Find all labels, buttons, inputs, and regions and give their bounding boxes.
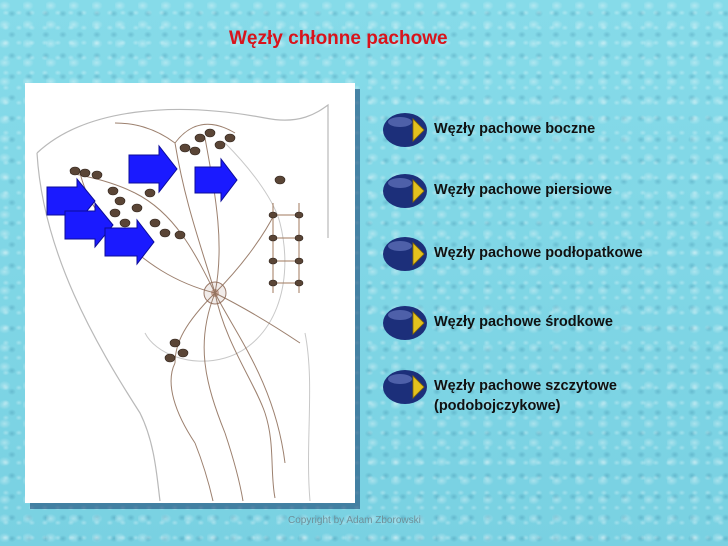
bullet-arrow-icon — [383, 370, 427, 404]
legend-label: Węzły pachowe piersiowe — [434, 182, 613, 198]
legend-label: Węzły pachowe środkowe — [434, 314, 613, 330]
arrow-pointer-4 — [128, 144, 178, 194]
bullet-arrow-icon — [383, 237, 427, 271]
legend-label: Węzły pachowe boczne — [434, 121, 596, 137]
arrow-pointer-5 — [194, 157, 238, 203]
copyright-notice: Copyright by Adam Zborowski — [288, 515, 421, 526]
anatomy-drawing — [36, 103, 329, 502]
slide-title: Węzły chłonne pachowe — [229, 28, 448, 49]
arrow-pointer-2 — [64, 201, 114, 249]
arrow-pointer-3 — [104, 218, 155, 266]
bullet-arrow-icon — [383, 306, 427, 340]
legend-label: Węzły pachowe podłopatkowe — [434, 245, 643, 261]
legend-label: Węzły pachowe szczytowe (podobojczykowe) — [434, 378, 617, 414]
bullet-arrow-icon — [383, 174, 427, 208]
bullet-arrow-icon — [383, 113, 427, 147]
axillary-lymph-node-illustration — [25, 83, 355, 503]
